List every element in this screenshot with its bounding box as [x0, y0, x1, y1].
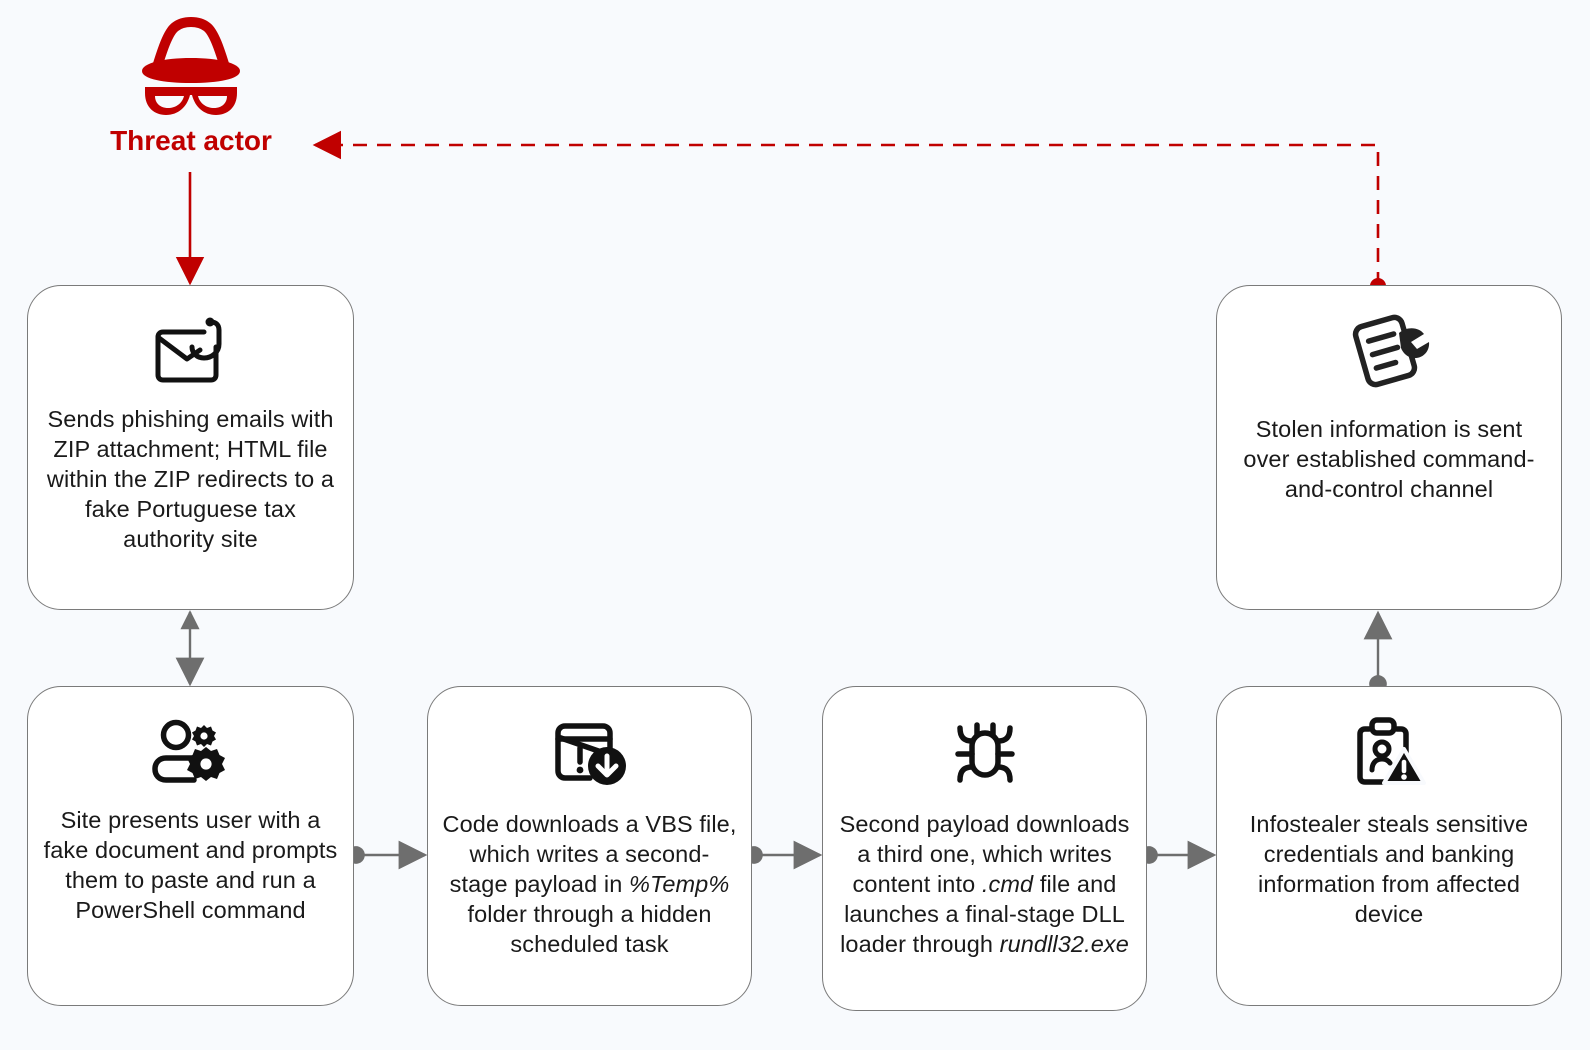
phishing-email-hook-icon [148, 308, 234, 394]
node-fakesite[interactable]: Site presents user with a fake document … [27, 686, 354, 1006]
node-vbs[interactable]: Code downloads a VBS file, which writes … [427, 686, 752, 1006]
node-phishing[interactable]: Sends phishing emails with ZIP attachmen… [27, 285, 354, 610]
rundll32-emphasis: rundll32.exe [999, 931, 1129, 957]
incognito-spy-icon [125, 12, 257, 120]
node-vbs-text: Code downloads a VBS file, which writes … [442, 811, 737, 957]
document-with-pen-icon [1346, 308, 1432, 394]
node-payload[interactable]: Second payload downloads a third one, wh… [822, 686, 1147, 1011]
node-infostealer-text: Infostealer steals sensitive credentials… [1249, 811, 1529, 927]
edge-c2-to-actor [312, 130, 1387, 295]
node-c2[interactable]: Stolen information is sent over establis… [1216, 285, 1562, 610]
window-alert-download-icon [547, 709, 633, 795]
clipboard-person-warning-icon [1346, 709, 1432, 795]
node-fakesite-text: Site presents user with a fake document … [43, 807, 338, 923]
temp-path-emphasis: %Temp% [629, 871, 730, 897]
threat-actor-node: Threat actor [60, 12, 322, 158]
bug-malware-icon [942, 709, 1028, 795]
threat-actor-label: Threat actor [110, 125, 272, 156]
node-infostealer[interactable]: Infostealer steals sensitive credentials… [1216, 686, 1562, 1006]
node-c2-text: Stolen information is sent over establis… [1243, 416, 1535, 502]
cmd-file-emphasis: .cmd [981, 871, 1034, 897]
node-phishing-text: Sends phishing emails with ZIP attachmen… [46, 406, 335, 552]
user-settings-gears-icon [148, 709, 234, 795]
node-payload-text: Second payload downloads a third one, wh… [839, 811, 1130, 957]
